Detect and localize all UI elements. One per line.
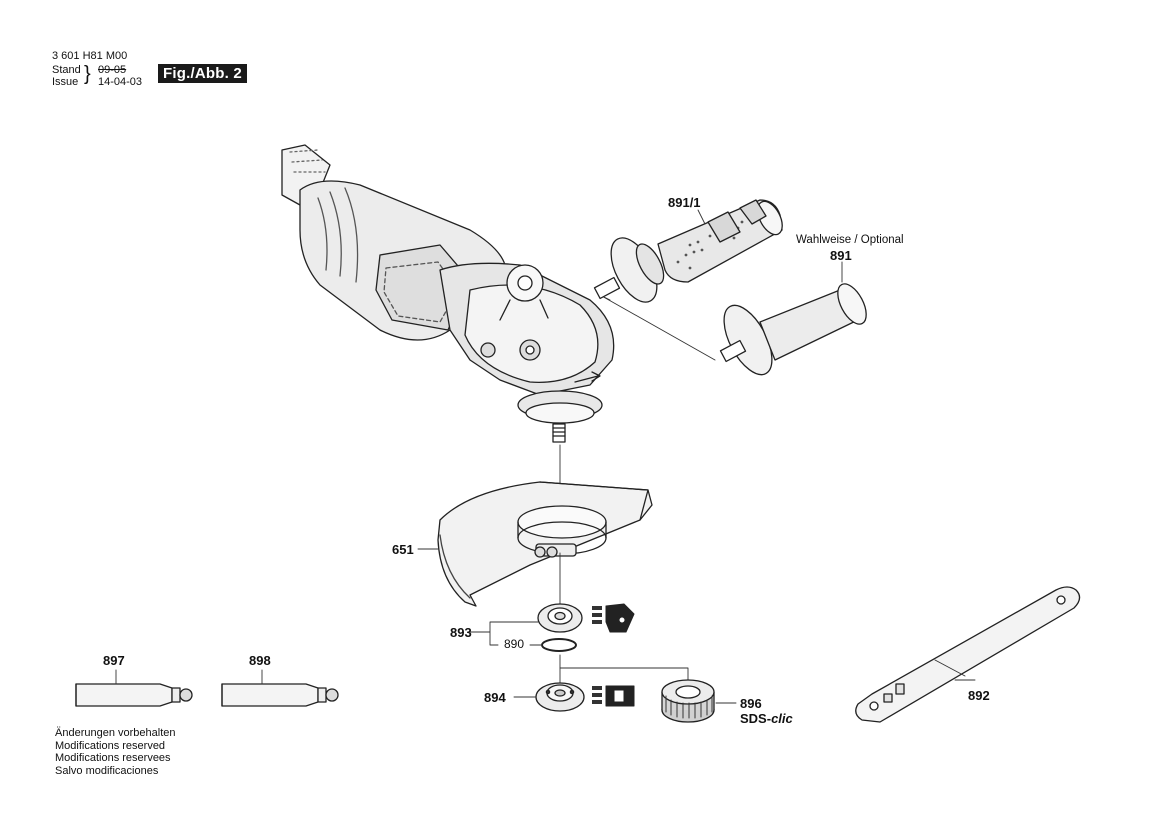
issue-date: 14-04-03 — [98, 76, 143, 88]
label-894: 894 — [484, 690, 506, 705]
label-898: 898 — [249, 653, 271, 668]
bracket-icon: } — [84, 63, 91, 85]
angle-grinder-body — [281, 144, 615, 443]
sds-clic-logo: SDS-clic — [740, 711, 793, 726]
grease-tube-898-drawing — [221, 683, 339, 707]
label-890: 890 — [504, 637, 525, 651]
label-893: 893 — [450, 625, 472, 640]
sds-prefix: SDS- — [740, 711, 772, 726]
mounting-flange-893-drawing — [537, 603, 583, 652]
issue-label: Issue — [52, 76, 79, 88]
pictogram-894 — [592, 685, 635, 707]
label-optional: Wahlweise / Optional — [796, 234, 904, 246]
clamping-nut-894-drawing — [535, 682, 585, 712]
note-fr: Modifications reservees — [55, 752, 171, 764]
label-892: 892 — [968, 688, 990, 703]
sds-suffix: clic — [771, 711, 793, 726]
quick-nut-896-drawing — [661, 679, 715, 723]
label-891-1: 891/1 — [668, 195, 701, 210]
spanner-892-drawing — [855, 586, 1081, 723]
guard-651-drawing — [437, 481, 653, 607]
notes-block: Änderungen vorbehalten Modifications res… — [55, 727, 175, 777]
label-891: 891 — [830, 248, 852, 263]
pictogram-893 — [592, 603, 635, 633]
document-number: 3 601 H81 M00 — [52, 50, 128, 62]
label-651: 651 — [392, 542, 414, 557]
label-896: 896 — [740, 696, 762, 711]
handle-891-1-drawing — [593, 199, 783, 303]
grease-tube-897-drawing — [75, 683, 193, 707]
handle-891-drawing — [719, 283, 867, 376]
stand-label: Stand — [52, 64, 81, 76]
note-de: Änderungen vorbehalten — [55, 727, 176, 739]
figure-badge: Fig./Abb. 2 — [158, 64, 247, 83]
note-en: Modifications reserved — [55, 739, 166, 752]
stand-date: 09-05 — [98, 64, 127, 76]
note-es: Salvo modificaciones — [55, 764, 159, 777]
label-897: 897 — [103, 653, 125, 668]
